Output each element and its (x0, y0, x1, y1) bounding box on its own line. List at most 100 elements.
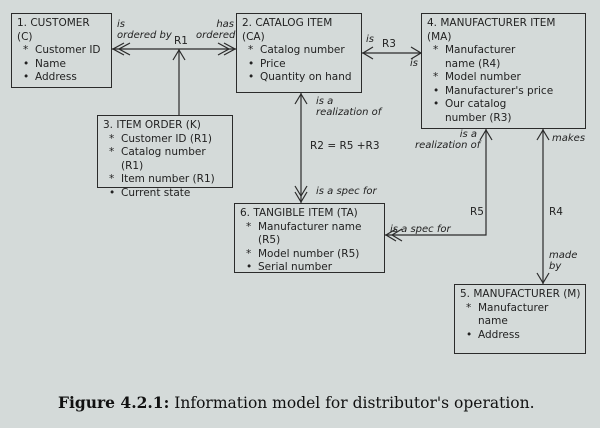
identifier-marker: * (248, 44, 254, 56)
figure-caption: Figure 4.2.1: Information model for dist… (58, 393, 535, 412)
r1-arrow-right-outer (223, 42, 237, 56)
attribute-item: • Current state (109, 187, 228, 201)
entity-title: 1. CUSTOMER (C) (17, 17, 90, 43)
r3-name: R3 (382, 38, 396, 50)
attribute-item: •Serial number (246, 261, 380, 275)
phrase-line: ordered by (117, 30, 172, 41)
r1-arrow-right-inner (217, 42, 231, 56)
r5-arrow-left-outer (384, 228, 397, 242)
phrase-line: realization of (316, 107, 382, 118)
entity-title: 4. MANUFACTURER ITEM (MA) (427, 17, 556, 43)
entity-title: 3. ITEM ORDER (K) (103, 119, 201, 131)
attribute-text: Customer ID (R1) (121, 132, 213, 145)
attribute-text: Quantity on hand (260, 71, 352, 83)
attribute-text: Manufacturer's price (445, 84, 554, 97)
attribute-text: Address (478, 328, 520, 341)
r5-line (385, 129, 487, 236)
identifier-marker: * (109, 146, 115, 158)
attribute-list: * Catalog number •Price• Quantity on hand (242, 44, 357, 85)
r4-top-phrase: makes (552, 133, 586, 144)
phrase-line: realization of (415, 140, 481, 151)
attribute-text: Manufacturer (445, 44, 516, 56)
attribute-bullet: • (109, 186, 116, 199)
entity-tangible-item: 6. TANGIBLE ITEM (TA) * Manufacturer name… (234, 203, 385, 273)
identifier-marker: * (466, 301, 472, 314)
entity-title: 6. TANGIBLE ITEM (TA) (240, 207, 358, 219)
r1-arrow-left-inner (117, 42, 131, 56)
attribute-bullet: • (433, 84, 440, 97)
identifier-marker: * (246, 247, 252, 260)
attribute-item: * Model number (R5) (246, 248, 380, 262)
attribute-list: * Manufacturer name (R5) * Model number (R5… (240, 221, 380, 275)
attribute-text: Catalog number (R1) (121, 146, 206, 172)
attribute-bullet: • (23, 71, 30, 83)
figure-label: Figure 4.2.1: (58, 393, 170, 412)
r1-assoc-arrow (172, 48, 186, 61)
phrase-line: is (117, 19, 125, 30)
attribute-bullet: • (248, 57, 255, 70)
entity-title: 5. MANUFACTURER (M) (460, 288, 581, 300)
attribute-text: Manufacturer name (R5) (258, 220, 362, 247)
attribute-item: • Quantity on hand (248, 71, 357, 85)
r3-arrow-left (361, 46, 374, 60)
attribute-item: •Address (23, 71, 107, 85)
attribute-text-continued: number (R3) (445, 111, 512, 124)
attribute-text: Catalog number (260, 44, 345, 56)
figure-caption-text: Information model for distributor's oper… (174, 394, 535, 412)
r2-bottom-phrase: is a spec for (316, 186, 377, 197)
identifier-marker: * (433, 44, 439, 56)
r2-arrow-bottom-outer (294, 191, 308, 204)
attribute-text: Our catalog (445, 98, 507, 110)
identifier-marker: * (23, 44, 29, 56)
attribute-list: * Customer ID • Name•Address (17, 44, 107, 85)
attribute-bullet: • (23, 57, 30, 70)
attribute-item: * Catalog number (R1) (109, 146, 228, 173)
r3-bottom-phrase: is (410, 58, 418, 69)
r2-arrow-bottom-inner (294, 185, 308, 198)
attribute-bullet: • (248, 71, 255, 83)
attribute-item: *Customer ID (R1) (109, 133, 228, 147)
attribute-text: Name (35, 57, 66, 70)
r2-name: R2 = R5 +R3 (310, 140, 380, 152)
attribute-item: • Name (23, 58, 107, 72)
r4-name: R4 (549, 206, 563, 218)
phrase-line: is a (316, 96, 334, 107)
attribute-item: •Price (248, 58, 357, 72)
attribute-item: *Item number (R1) (109, 173, 228, 187)
identifier-marker: * (246, 220, 252, 233)
attribute-item: * Catalog number (248, 44, 357, 58)
r5-name: R5 (470, 206, 484, 218)
r4-arrow-bottom (536, 272, 550, 285)
phrase-line: by (549, 261, 562, 272)
r5-bottom-phrase: is a spec for (390, 224, 451, 235)
identifier-marker: * (109, 173, 115, 185)
attribute-bullet: • (246, 261, 253, 273)
r2-arrow-top (294, 92, 308, 105)
r1-arrow-left-outer (111, 42, 125, 56)
identifier-marker: * (433, 71, 439, 83)
entity-customer: 1. CUSTOMER (C) * Customer ID • Name•Addres… (11, 13, 112, 88)
attribute-text: Manufacturer (478, 301, 549, 314)
attribute-text: Customer ID (35, 44, 101, 56)
attribute-text-continued: name (478, 315, 508, 327)
attribute-text: Current state (121, 186, 191, 199)
phrase-line: made (549, 250, 578, 261)
attribute-bullet: • (466, 328, 473, 341)
r5-arrow-left-inner (390, 228, 403, 242)
attribute-text-continued: name (R4) (445, 57, 501, 70)
phrase-line: is a (459, 129, 477, 140)
phrase-line: ordered (196, 30, 236, 41)
attribute-list: *Customer ID (R1)*Catalog number (R1)*It… (103, 133, 228, 201)
entity-item-order: 3. ITEM ORDER (K) *Customer ID (R1)*Cata… (97, 115, 233, 199)
attribute-text: Model number (R5) (258, 247, 360, 260)
